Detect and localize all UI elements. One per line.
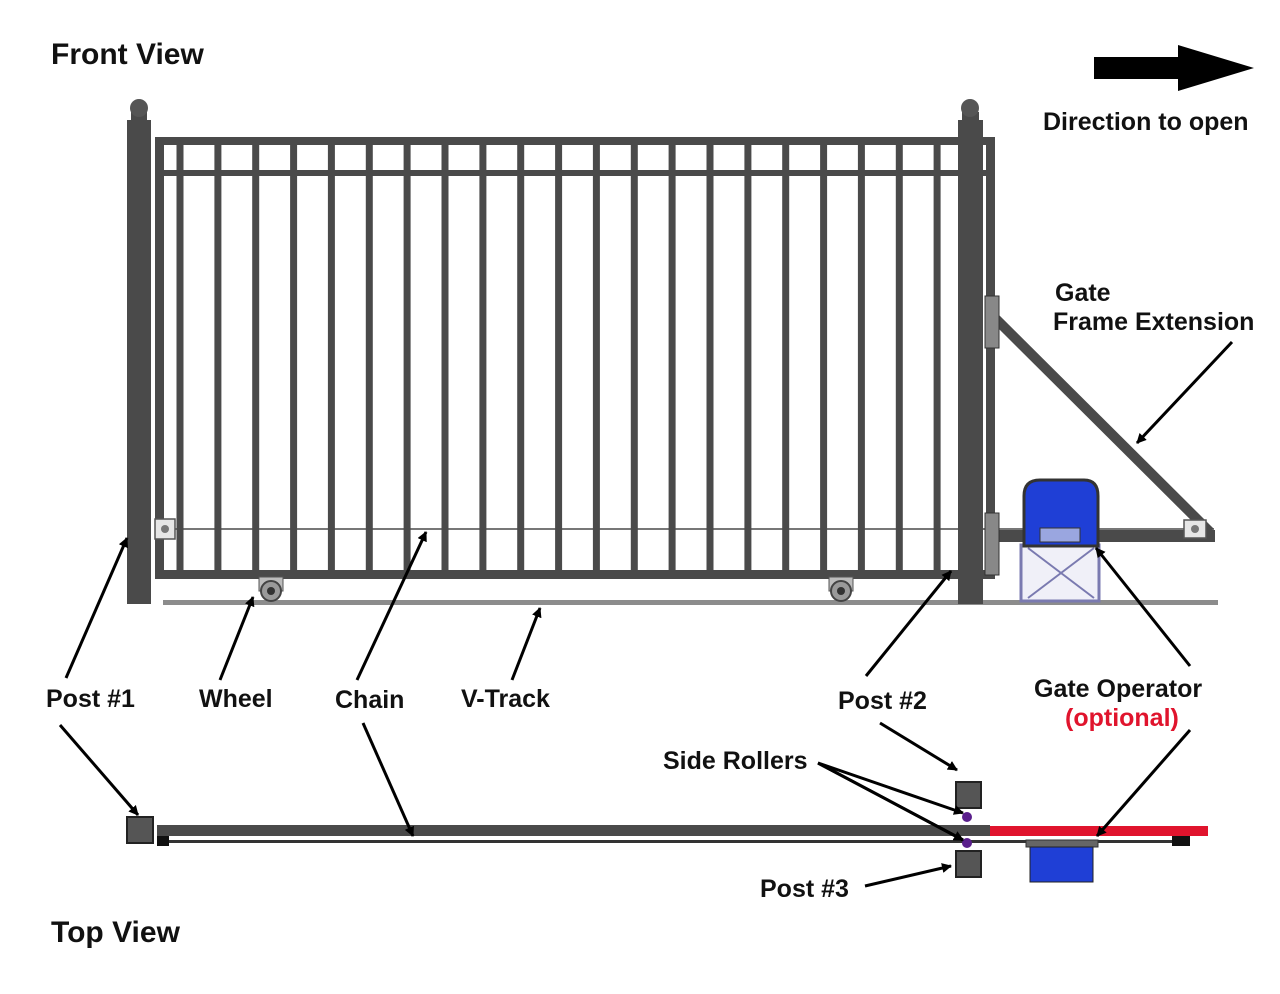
post-1-top xyxy=(126,816,154,844)
gate-picket xyxy=(403,140,411,573)
top-view-heading: Top View xyxy=(51,916,181,949)
gate-picket xyxy=(479,140,487,573)
top-view-gate xyxy=(126,781,1208,883)
gate-frame-extension-label-line2: Frame Extension xyxy=(1053,308,1254,336)
gate-picket xyxy=(857,140,865,573)
gate-operator-optional-label: (optional) xyxy=(1065,704,1179,732)
top-track-line xyxy=(157,840,1182,843)
gate-picket xyxy=(706,140,714,573)
gate-picket xyxy=(290,140,298,573)
post-2-label: Post #2 xyxy=(838,687,927,715)
gate-left-stile xyxy=(155,137,164,579)
post-1-front xyxy=(127,120,151,604)
frame-extension-diagonal xyxy=(991,314,1214,536)
gate-picket xyxy=(668,140,676,573)
wheel-left xyxy=(258,576,284,602)
post-1-label: Post #1 xyxy=(46,685,135,713)
v-track-label: V-Track xyxy=(461,685,550,713)
gate-operator-label: Gate Operator xyxy=(1034,675,1202,703)
side-roller-bottom xyxy=(962,838,972,848)
top-gate-bar xyxy=(157,825,990,836)
post-3-top xyxy=(955,850,982,878)
chain-line xyxy=(164,528,1214,530)
gate-picket xyxy=(592,140,600,573)
front-view-heading: Front View xyxy=(51,38,204,71)
gate-picket xyxy=(365,140,373,573)
front-view-gate xyxy=(127,99,1218,605)
side-roller-top xyxy=(962,812,972,822)
gate-picket xyxy=(176,140,184,573)
chain-label: Chain xyxy=(335,686,404,714)
pointer-arrows xyxy=(58,340,1234,888)
side-rollers-label: Side Rollers xyxy=(663,747,808,775)
gate-picket xyxy=(214,140,222,573)
top-gate-operator xyxy=(1029,846,1094,883)
gate-frame-extension-label-line1: Gate xyxy=(1055,279,1111,307)
v-track-rail xyxy=(163,600,1218,605)
post-3-label: Post #3 xyxy=(760,875,849,903)
gate-picket xyxy=(555,140,563,573)
gate-top-rail xyxy=(155,137,995,145)
gate-picket xyxy=(744,140,752,573)
gate-pickets xyxy=(176,140,979,573)
gate-picket xyxy=(252,140,260,573)
gate-picket xyxy=(327,140,335,573)
gate-picket xyxy=(895,140,903,573)
right-arrow-icon xyxy=(1094,45,1254,91)
gate-picket xyxy=(782,140,790,573)
gate-picket xyxy=(441,140,449,573)
gate-picket xyxy=(630,140,638,573)
wheel-label: Wheel xyxy=(199,685,273,713)
chain-bracket-right xyxy=(1183,519,1207,539)
gate-bottom-rail xyxy=(155,570,995,579)
gate-picket xyxy=(933,140,941,573)
gate-operator-front xyxy=(1019,478,1101,603)
post-2-front xyxy=(958,120,983,604)
chain-bracket-left xyxy=(154,518,176,540)
direction-to-open-label: Direction to open xyxy=(1043,108,1249,136)
gate-second-rail xyxy=(155,170,995,176)
post-2-top xyxy=(955,781,982,809)
wheel-right xyxy=(828,576,854,602)
gate-picket xyxy=(517,140,525,573)
gate-picket xyxy=(820,140,828,573)
gate-right-stile xyxy=(986,137,995,579)
